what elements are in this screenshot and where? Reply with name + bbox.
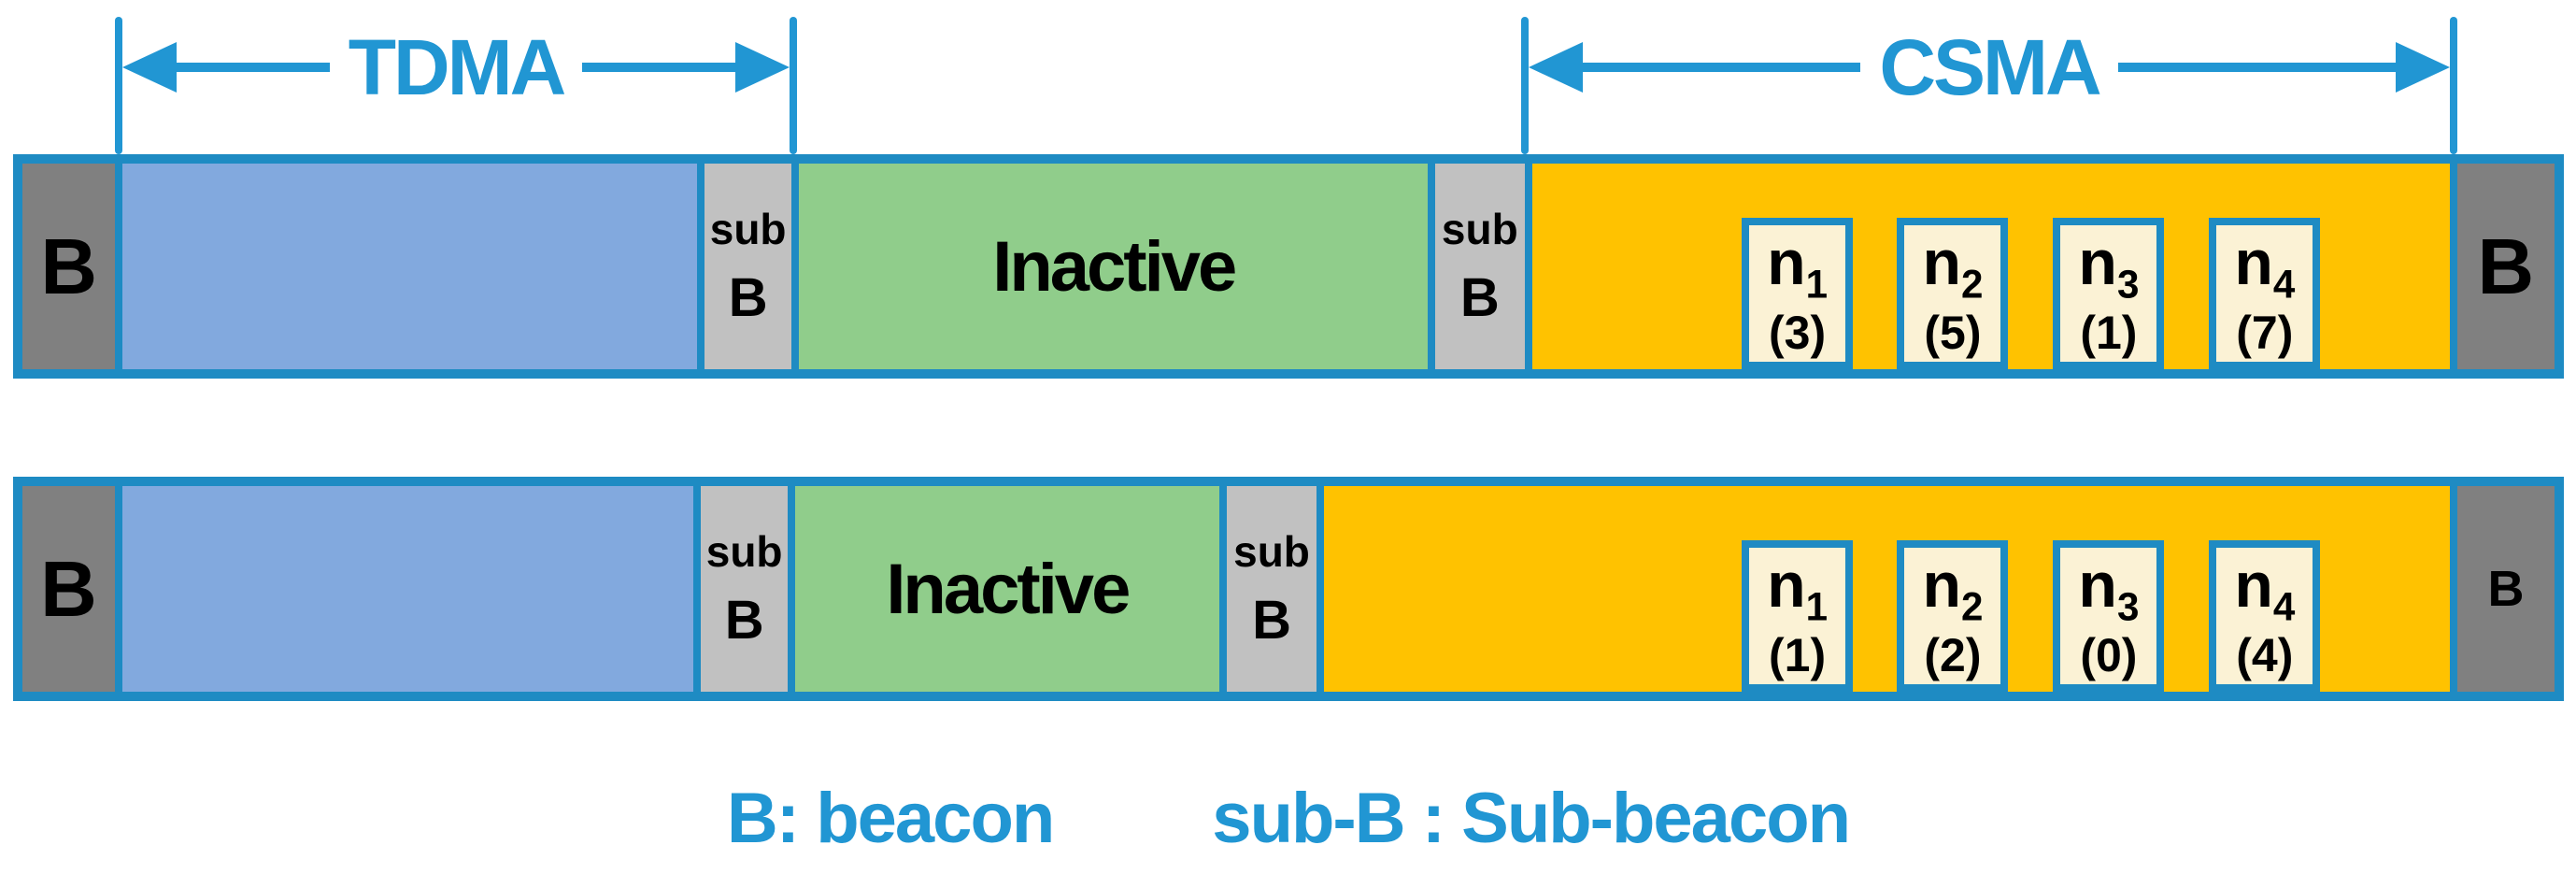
inactive-period-block: Inactive: [799, 164, 1429, 369]
arrow-line: [1583, 63, 1861, 72]
node-label: n3: [2078, 227, 2140, 307]
csma-label: CSMA: [1879, 23, 2101, 111]
sub-beacon-label-top: sub: [709, 205, 787, 253]
slot-count: (5): [1924, 307, 1982, 359]
legend-beacon: B: beacon: [726, 779, 1055, 858]
slot-count: (2): [1924, 629, 1982, 681]
csma-right-tick: [2450, 17, 2457, 154]
sub-beacon-label-bottom: B: [1252, 590, 1291, 651]
node-label: n4: [2234, 227, 2296, 307]
sub-beacon-label-bottom: B: [724, 590, 764, 651]
arrowhead-left-icon: [1529, 42, 1583, 93]
contention-slot-n4: n4 (4): [2209, 540, 2321, 692]
arrowhead-left-icon: [122, 42, 177, 93]
contention-slot-n4: n4 (7): [2209, 218, 2321, 369]
inactive-label: Inactive: [992, 226, 1237, 307]
beacon-block: B: [2457, 486, 2555, 692]
beacon-label: B: [2487, 561, 2525, 617]
contention-slot-n2: n2 (2): [1897, 540, 2009, 692]
csma-left-tick: [1521, 17, 1529, 154]
sub-beacon-label-bottom: B: [1459, 267, 1500, 328]
inactive-label: Inactive: [886, 549, 1131, 629]
slot-count: (4): [2236, 629, 2294, 681]
contention-slot-n2: n2 (5): [1897, 218, 2009, 369]
arrow-line: [177, 63, 330, 72]
node-label: n3: [2078, 550, 2140, 629]
node-label: n1: [1767, 227, 1829, 307]
node-label: n1: [1767, 550, 1829, 629]
tdma-span-arrow: TDMA: [122, 28, 790, 107]
sub-beacon-label-top: sub: [705, 527, 783, 576]
tdma-right-tick: [790, 17, 797, 154]
node-label: n2: [1922, 227, 1984, 307]
sub-beacon-block: sub B: [1226, 486, 1317, 692]
csma-span-arrow: CSMA: [1529, 28, 2451, 107]
sub-beacon-block: sub B: [701, 486, 789, 692]
beacon-label: B: [2477, 222, 2535, 310]
node-label: n4: [2234, 550, 2296, 629]
beacon-label: B: [40, 544, 97, 633]
sub-beacon-block: sub B: [704, 164, 792, 369]
tdma-period-block: [122, 164, 697, 369]
arrowhead-right-icon: [2396, 42, 2451, 93]
arrow-line: [582, 63, 736, 72]
slot-count: (1): [2080, 307, 2138, 359]
contention-slot-n1: n1 (1): [1742, 540, 1854, 692]
legend-sub-beacon: sub-B : Sub-beacon: [1212, 779, 1851, 858]
beacon-block: B: [2456, 164, 2555, 369]
contention-slot-n3: n3 (0): [2053, 540, 2165, 692]
slot-count: (1): [1769, 629, 1827, 681]
arrowhead-right-icon: [735, 42, 790, 93]
superframe-row-2: B sub B Inactive sub B B n1 (1) n2 (2) n…: [13, 477, 2564, 701]
legend: B: beacon sub-B : Sub-beacon: [0, 783, 2576, 854]
slot-count: (7): [2236, 307, 2294, 359]
sub-beacon-label-top: sub: [1233, 527, 1310, 576]
sub-beacon-label-bottom: B: [728, 267, 768, 328]
beacon-block: B: [22, 486, 115, 692]
contention-slot-n1: n1 (3): [1742, 218, 1854, 369]
beacon-block: B: [22, 164, 116, 369]
node-label: n2: [1922, 550, 1984, 629]
tdma-left-tick: [115, 17, 122, 154]
arrow-line: [2117, 63, 2397, 72]
slot-count: (3): [1769, 307, 1827, 359]
tdma-period-block: [121, 486, 694, 692]
beacon-label: B: [40, 222, 98, 310]
slot-count: (0): [2080, 629, 2138, 681]
contention-slot-n3: n3 (1): [2053, 218, 2165, 369]
sub-beacon-label-top: sub: [1441, 205, 1518, 253]
superframe-row-1: B sub B Inactive sub B B n1 (3) n2 (5) n…: [13, 154, 2564, 379]
inactive-period-block: Inactive: [795, 486, 1219, 692]
tdma-label: TDMA: [348, 23, 567, 111]
sub-beacon-block: sub B: [1435, 164, 1525, 369]
